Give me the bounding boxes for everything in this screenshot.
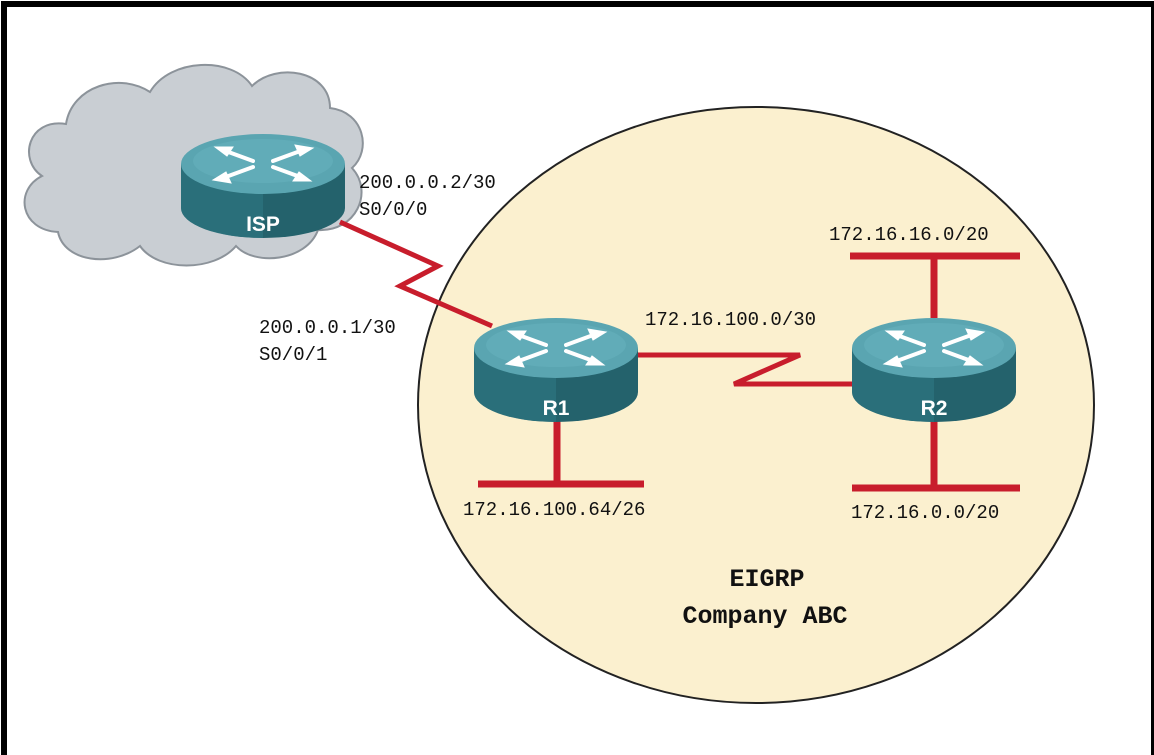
router-r1-label: R1 [543,397,570,420]
isp-interface-ip: 200.0.0.2/30 [359,172,496,194]
router-isp[interactable]: ISP [179,132,347,240]
router-r2[interactable]: R2 [850,316,1018,424]
router-r1[interactable]: R1 [472,316,640,424]
r1-interface-port: S0/0/1 [259,344,327,366]
serial-link-r1-r2 [636,352,852,387]
r2-bottom-lan-network: 172.16.0.0/20 [851,502,999,524]
serial-link-isp-r1 [338,219,493,329]
r2-top-lan-network: 172.16.16.0/20 [829,224,989,246]
r1-r2-link-network: 172.16.100.0/30 [645,309,816,331]
zone-company-label: Company ABC [682,602,847,631]
zone-protocol-label: EIGRP [729,565,804,594]
r1-lan-network: 172.16.100.64/26 [463,499,645,521]
router-isp-label: ISP [246,213,280,236]
isp-interface-port: S0/0/0 [359,199,427,221]
r1-interface-ip: 200.0.0.1/30 [259,317,396,339]
router-r2-label: R2 [921,397,948,420]
